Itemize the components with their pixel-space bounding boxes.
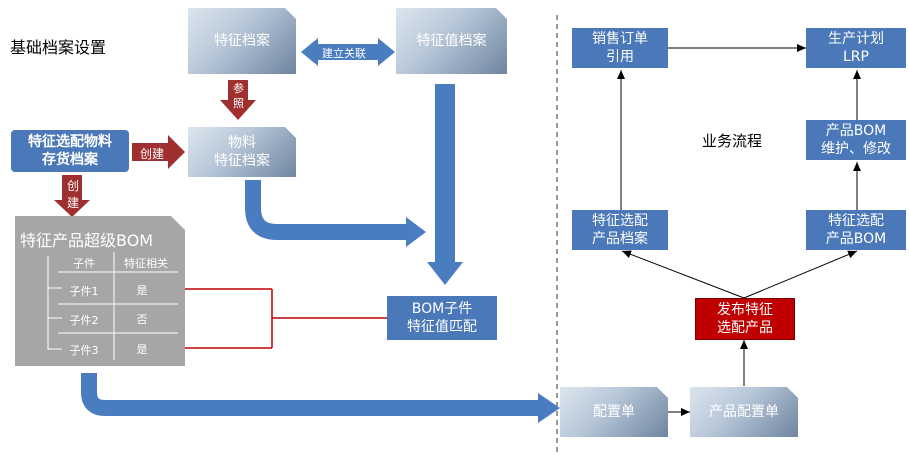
table-row3-related: 是 [136,343,148,356]
create-right-label: 创建 [140,147,165,161]
material-feature-box: 物料 特征档案 [188,127,296,177]
ref-down-arrow [220,80,256,120]
product-bom-maintain-line1: 产品BOM [825,123,887,139]
publish-line1: 发布特征 [717,302,773,318]
publish-box: 发布特征 选配产品 [695,298,795,340]
table-row1-part: 子件1 [69,285,99,298]
sales-order-line1: 销售订单 [592,31,648,47]
feature-value-file-label: 特征值档案 [416,33,487,49]
feature-product-bom-line2: 产品BOM [825,231,887,247]
ref-label-2: 照 [233,97,244,110]
section-title: 基础档案设置 [10,38,107,57]
create-down-arrow [54,175,90,217]
ref-label-1: 参 [233,82,244,95]
feature-product-file-box: 特征选配 产品档案 [572,210,668,250]
feature-material-line2: 存货档案 [42,152,98,168]
feature-value-file-box: 特征值档案 [396,8,507,74]
feature-product-bom-line1: 特征选配 [828,213,884,229]
material-feature-line2: 特征档案 [214,153,270,169]
match-connector [271,289,387,348]
feature-material-line1: 特征选配物料 [28,134,112,150]
super-bom-title: 特征产品超级BOM [20,231,154,250]
table-row3-part: 子件3 [69,344,99,357]
product-bom-maintain-box: 产品BOM 维护、修改 [806,120,906,160]
link-double-arrow [301,38,395,66]
table-header-part: 子件 [73,257,95,270]
sales-order-line2: 引用 [606,49,634,65]
table-header-related: 特征相关 [124,257,168,270]
bom-match-line1: BOM子件 [411,301,473,317]
config-sheet-label: 配置单 [593,404,635,420]
product-config-box: 产品配置单 [690,387,798,437]
create-down-label-1: 创 [67,179,80,193]
table-row2-related: 否 [136,313,148,326]
bom-config-head [538,393,560,423]
table-row1-related: 是 [136,284,148,297]
product-bom-maintain-line2: 维护、修改 [821,141,891,157]
production-plan-line1: 生产计划 [828,31,884,47]
feature-file-label: 特征档案 [214,33,270,49]
material-curve-shaft [245,180,408,240]
table-row2-part: 子件2 [69,314,99,327]
create-down-label-2: 建 [67,196,80,210]
flow-publish-to-bom [743,250,858,299]
bom-match-box: BOM子件 特征值匹配 [387,296,497,340]
config-sheet-box: 配置单 [560,387,668,437]
material-feature-line1: 物料 [228,135,256,151]
material-curve-head [406,217,426,247]
bom-match-line2: 特征值匹配 [407,319,477,335]
create-right-arrow [132,135,185,169]
feature-material-box: 特征选配物料 存货档案 [11,130,129,172]
production-plan-box: 生产计划 LRP [806,28,906,68]
value-down-arrow [427,84,463,285]
flow-publish-to-file [621,250,745,299]
feature-product-bom-box: 特征选配 产品BOM [806,210,906,250]
feature-product-file-line1: 特征选配 [592,213,648,229]
product-config-label: 产品配置单 [709,404,779,420]
production-plan-line2: LRP [843,49,869,65]
link-label: 建立关联 [322,47,366,60]
feature-file-box: 特征档案 [188,8,296,74]
sales-order-box: 销售订单 引用 [572,28,668,68]
flow-section-title: 业务流程 [702,132,763,150]
bom-config-shaft [81,373,540,416]
publish-line2: 选配产品 [717,320,773,336]
super-bom-panel [15,216,185,366]
feature-product-file-line2: 产品档案 [592,231,648,247]
